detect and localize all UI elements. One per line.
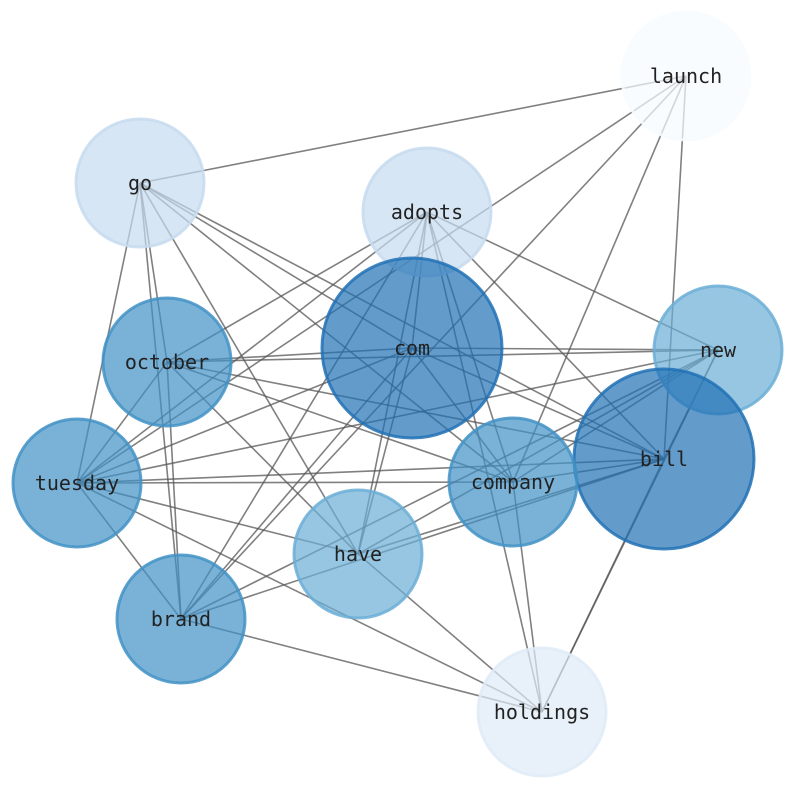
edge-tuesday-company xyxy=(76,481,514,484)
node-label: com xyxy=(394,336,430,360)
node-circle xyxy=(74,117,206,249)
node-label: holdings xyxy=(494,700,590,724)
node-circle xyxy=(620,10,752,142)
node-go: go xyxy=(74,117,206,249)
node-circle xyxy=(292,488,424,620)
node-have: have xyxy=(292,488,424,620)
node-com: com xyxy=(320,256,504,440)
node-circle xyxy=(476,646,608,778)
edge-adopts-tuesday xyxy=(76,211,428,484)
node-label: tuesday xyxy=(35,471,119,495)
node-launch: launch xyxy=(620,10,752,142)
node-holdings: holdings xyxy=(476,646,608,778)
node-circle xyxy=(101,296,233,428)
node-brand: brand xyxy=(115,553,247,685)
node-tuesday: tuesday xyxy=(11,417,143,549)
edge-launch-company xyxy=(512,75,687,483)
node-circle xyxy=(115,553,247,685)
node-label: have xyxy=(334,542,382,566)
node-circle xyxy=(447,416,579,548)
node-label: october xyxy=(125,350,209,374)
node-circle xyxy=(11,417,143,549)
node-label: company xyxy=(471,470,555,494)
node-label: brand xyxy=(151,607,211,631)
node-label: adopts xyxy=(391,200,463,224)
node-bill: bill xyxy=(572,367,756,551)
node-label: go xyxy=(128,171,152,195)
node-label: launch xyxy=(650,64,722,88)
node-adopts: adopts xyxy=(361,146,493,278)
edge-launch-go xyxy=(139,75,687,184)
node-circle xyxy=(320,256,504,440)
node-company: company xyxy=(447,416,579,548)
nodes-layer: launch go adopts com new october bill tuesday co… xyxy=(11,10,784,778)
edge-go-have xyxy=(139,182,359,555)
node-label: new xyxy=(700,338,737,362)
node-october: october xyxy=(101,296,233,428)
node-label: bill xyxy=(640,447,688,471)
